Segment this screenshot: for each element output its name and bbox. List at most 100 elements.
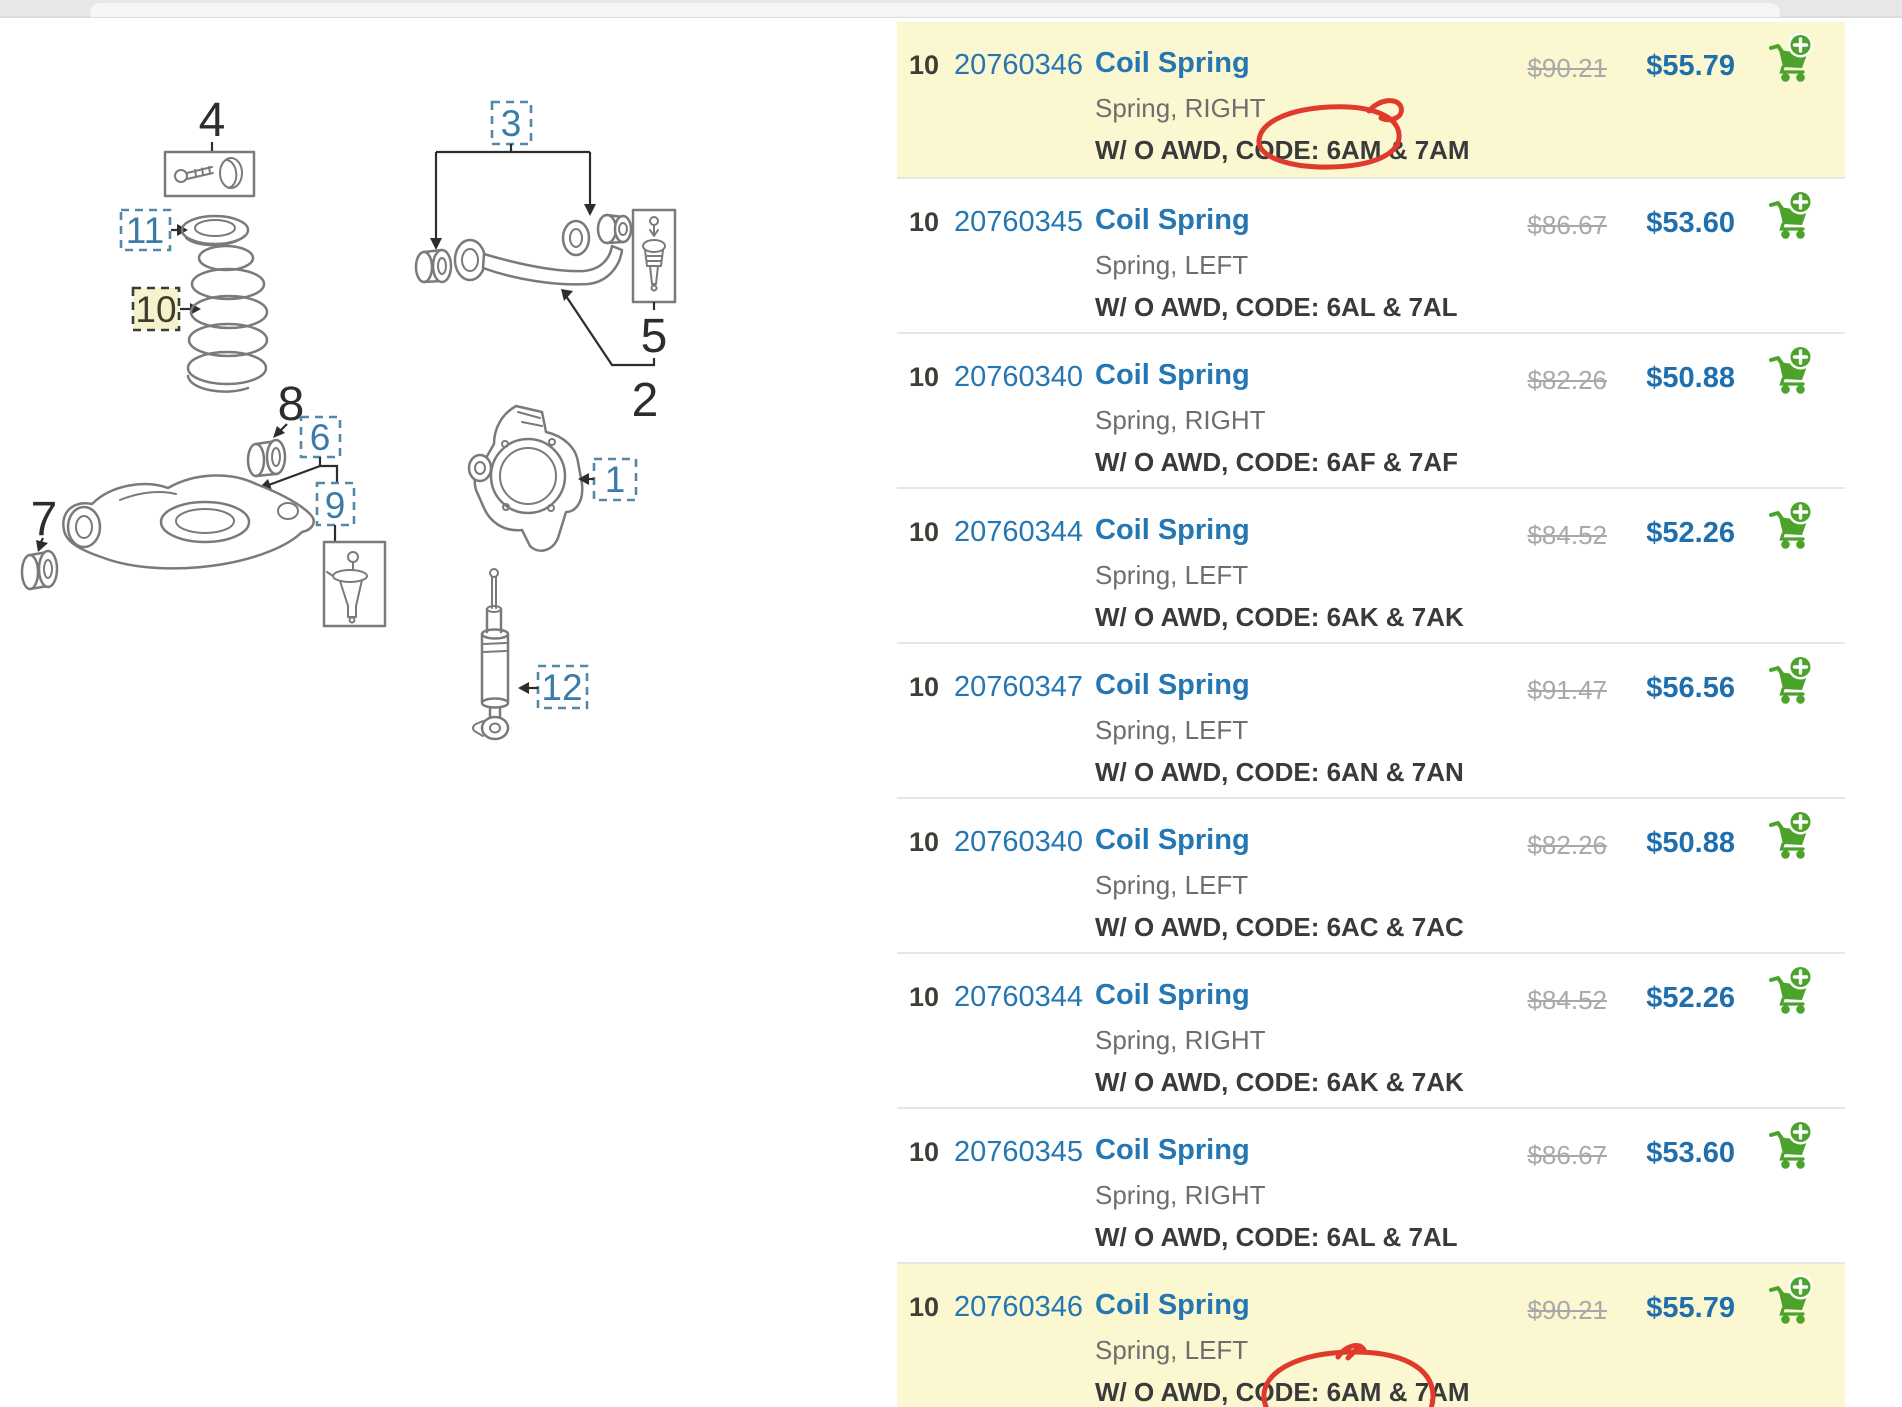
part-number-link[interactable]: 20760346 <box>954 1291 1084 1323</box>
part-row: 10 20760340 Coil Spring Spring, LEFT W/ … <box>897 797 1845 952</box>
callout-1-knuckle[interactable]: 1 <box>592 457 638 502</box>
part-fitment-code: W/ O AWD, CODE: 6AL & 7AL <box>1095 1222 1458 1252</box>
sale-price: $55.79 <box>1646 1292 1735 1324</box>
msrp-price: $90.21 <box>1527 1295 1607 1325</box>
sale-price: $52.26 <box>1646 982 1735 1014</box>
diagram-ref-number: 10 <box>909 207 940 237</box>
part-fitment-code: W/ O AWD, CODE: 6AK & 7AK <box>1095 602 1464 632</box>
sale-price: $50.88 <box>1646 362 1735 394</box>
part-fitment-code: W/ O AWD, CODE: 6AM & 7AM <box>1095 135 1470 165</box>
part-name: Coil Spring <box>1095 47 1250 79</box>
diagram-ref-number: 10 <box>909 517 940 547</box>
callout-6-lower-arm[interactable]: 6 <box>299 415 342 459</box>
diagram-ref-number: 10 <box>909 50 940 80</box>
upper-control-arm-drawing <box>414 213 633 286</box>
part-name: Coil Spring <box>1095 359 1250 391</box>
diagram-label-8: 8 <box>278 378 305 431</box>
suspension-parts-diagram: 4 11 10 8 <box>20 94 677 741</box>
shock-absorber-drawing <box>472 568 510 741</box>
part-description: Spring, RIGHT <box>1095 405 1266 435</box>
msrp-price: $86.67 <box>1527 1140 1607 1170</box>
part-number-link[interactable]: 20760340 <box>954 361 1084 393</box>
part-number-link[interactable]: 20760347 <box>954 671 1084 703</box>
sale-price: $50.88 <box>1646 827 1735 859</box>
part-name: Coil Spring <box>1095 514 1250 546</box>
callout-10-coil-spring[interactable]: 10 <box>131 286 181 332</box>
part-row: 10 20760347 Coil Spring Spring, LEFT W/ … <box>897 642 1845 797</box>
part-description: Spring, LEFT <box>1095 1335 1249 1365</box>
diagram-label-2: 2 <box>632 374 659 427</box>
upper-ball-joint-drawing <box>642 216 666 292</box>
diagram-label-5: 5 <box>641 310 668 363</box>
add-to-cart-button[interactable] <box>1768 190 1814 240</box>
part-name: Coil Spring <box>1095 204 1250 236</box>
diagram-label-10: 10 <box>135 289 176 330</box>
diagram-label-4: 4 <box>199 94 226 147</box>
callout-9-ball-joint[interactable]: 9 <box>315 481 356 527</box>
part-row: 10 20760346 Coil Spring Spring, RIGHT W/… <box>897 22 1845 177</box>
msrp-price: $84.52 <box>1527 985 1607 1015</box>
part-name: Coil Spring <box>1095 824 1250 856</box>
diagram-ref-number: 10 <box>909 1137 940 1167</box>
callout-3-upper-bushings[interactable]: 3 <box>490 100 533 146</box>
msrp-price: $86.67 <box>1527 210 1607 240</box>
browser-chrome-strip <box>0 0 1902 18</box>
add-to-cart-button[interactable] <box>1768 655 1814 705</box>
part-fitment-code: W/ O AWD, CODE: 6AM & 7AM <box>1095 1377 1470 1407</box>
part-number-link[interactable]: 20760345 <box>954 1136 1084 1168</box>
msrp-price: $91.47 <box>1527 675 1607 705</box>
callout-11-spring-insulator[interactable]: 11 <box>119 208 172 252</box>
add-to-cart-button[interactable] <box>1768 1275 1814 1325</box>
part-number-link[interactable]: 20760345 <box>954 206 1084 238</box>
ball-joint-drawing <box>326 551 368 624</box>
part-description: Spring, LEFT <box>1095 250 1249 280</box>
bushing-7-drawing <box>20 549 59 591</box>
part-fitment-code: W/ O AWD, CODE: 6AK & 7AK <box>1095 1067 1464 1097</box>
part-description: Spring, LEFT <box>1095 870 1249 900</box>
part-name: Coil Spring <box>1095 1134 1250 1166</box>
add-to-cart-button[interactable] <box>1768 810 1814 860</box>
browser-tab-bottom <box>90 3 1780 17</box>
add-to-cart-button[interactable] <box>1768 500 1814 550</box>
msrp-price: $82.26 <box>1527 830 1607 860</box>
part-name: Coil Spring <box>1095 1289 1250 1321</box>
diagram-label-6: 6 <box>310 417 331 458</box>
part-description: Spring, RIGHT <box>1095 1180 1266 1210</box>
part-row: 10 20760346 Coil Spring Spring, LEFT W/ … <box>897 1262 1845 1407</box>
diagram-ref-number: 10 <box>909 672 940 702</box>
part-description: Spring, RIGHT <box>1095 1025 1266 1055</box>
part-fitment-code: W/ O AWD, CODE: 6AN & 7AN <box>1095 757 1464 787</box>
add-to-cart-button[interactable] <box>1768 33 1814 83</box>
part-fitment-code: W/ O AWD, CODE: 6AC & 7AC <box>1095 912 1464 942</box>
msrp-price: $82.26 <box>1527 365 1607 395</box>
sale-price: $53.60 <box>1646 207 1735 239</box>
diagram-label-7: 7 <box>31 493 58 546</box>
diagram-ref-number: 10 <box>909 1292 940 1322</box>
callout-12-shock[interactable]: 12 <box>536 664 589 710</box>
part-number-link[interactable]: 20760344 <box>954 981 1084 1013</box>
diagram-ref-number: 10 <box>909 362 940 392</box>
add-to-cart-button[interactable] <box>1768 1120 1814 1170</box>
diagram-label-3: 3 <box>501 103 522 144</box>
diagram-label-11: 11 <box>126 210 164 251</box>
sale-price: $53.60 <box>1646 1137 1735 1169</box>
lower-control-arm-drawing <box>62 474 315 570</box>
steering-knuckle-drawing <box>467 404 584 552</box>
bolt-retainer-box <box>163 150 256 198</box>
part-row: 10 20760345 Coil Spring Spring, RIGHT W/… <box>897 1107 1845 1262</box>
part-fitment-code: W/ O AWD, CODE: 6AL & 7AL <box>1095 292 1458 322</box>
sale-price: $52.26 <box>1646 517 1735 549</box>
add-to-cart-button[interactable] <box>1768 965 1814 1015</box>
part-description: Spring, LEFT <box>1095 560 1249 590</box>
part-number-link[interactable]: 20760340 <box>954 826 1084 858</box>
sale-price: $56.56 <box>1646 672 1735 704</box>
part-number-link[interactable]: 20760346 <box>954 49 1084 81</box>
add-to-cart-button[interactable] <box>1768 345 1814 395</box>
msrp-price: $90.21 <box>1527 53 1607 83</box>
part-number-link[interactable]: 20760344 <box>954 516 1084 548</box>
part-name: Coil Spring <box>1095 979 1250 1011</box>
part-row: 10 20760340 Coil Spring Spring, RIGHT W/… <box>897 332 1845 487</box>
diagram-label-9: 9 <box>325 485 346 526</box>
coil-spring-drawing <box>186 244 269 393</box>
